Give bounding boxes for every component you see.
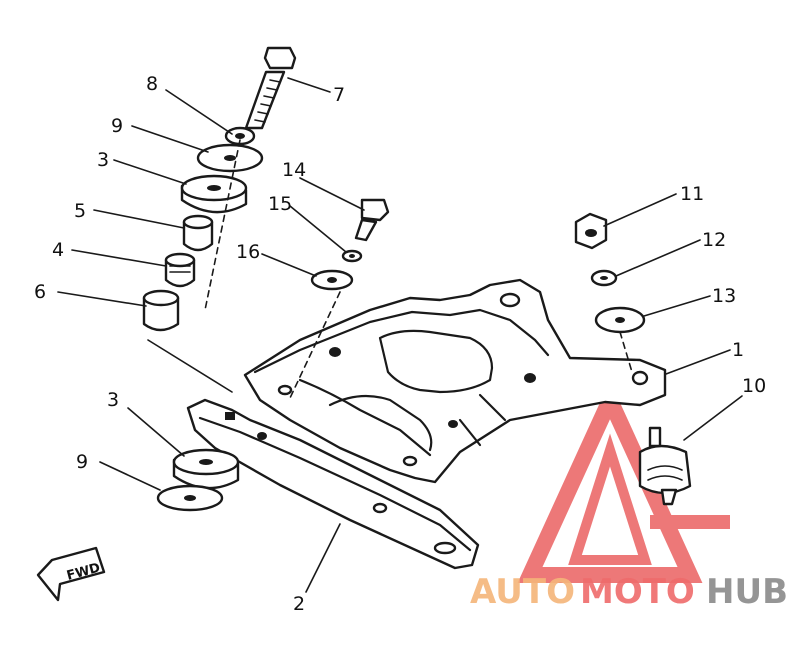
callout-15: 15 — [268, 193, 292, 215]
callout-9-top: 9 — [111, 115, 123, 137]
callout-12: 12 — [702, 229, 726, 251]
callout-3-bottom: 3 — [107, 389, 119, 411]
callout-3-top: 3 — [97, 149, 109, 171]
callout-1: 1 — [732, 339, 744, 361]
forward-direction-arrow[interactable]: FWD — [36, 546, 106, 602]
bolt-7 — [244, 46, 297, 130]
leader-lines — [57, 77, 743, 593]
callout-4: 4 — [52, 239, 64, 261]
bolt-14 — [354, 198, 390, 242]
nut-11 — [574, 212, 608, 250]
callout-10: 10 — [742, 375, 766, 397]
watermark-hub: HUB — [706, 572, 788, 612]
watermark-moto: MOTO — [580, 572, 695, 612]
washer-13 — [594, 306, 646, 334]
watermark-auto: AUTO — [470, 572, 575, 612]
callout-6: 6 — [34, 281, 46, 303]
callout-13: 13 — [712, 285, 736, 307]
callout-2: 2 — [293, 593, 305, 615]
collar-5 — [182, 214, 214, 252]
callout-14: 14 — [282, 159, 306, 181]
lower-mounting-rail — [186, 398, 480, 570]
watermark-triangle-logo — [517, 380, 730, 583]
spring-washer-15 — [341, 249, 363, 263]
callout-9-bottom: 9 — [76, 451, 88, 473]
washer-16 — [310, 269, 354, 291]
callout-numbers: 1 2 3 3 4 5 6 7 8 9 9 10 11 12 13 14 15 … — [34, 73, 766, 615]
washer-9-top — [196, 143, 264, 173]
watermark-text: AUTO MOTO HUB — [470, 572, 788, 612]
callout-8: 8 — [146, 73, 158, 95]
callout-7: 7 — [333, 84, 345, 106]
rubber-mount-10 — [638, 426, 692, 506]
lock-washer-8 — [224, 126, 256, 146]
callout-11: 11 — [680, 183, 704, 205]
rubber-damper-3-top — [180, 174, 248, 214]
callout-5: 5 — [74, 200, 86, 222]
washer-9-bottom — [156, 484, 224, 512]
collar-4 — [164, 252, 196, 288]
collar-6 — [142, 289, 180, 332]
callout-16: 16 — [236, 241, 260, 263]
main-bracket-plate — [243, 278, 667, 484]
washer-12 — [590, 269, 618, 287]
assembly-guide-lines — [147, 139, 633, 399]
rubber-damper-3-bottom — [172, 448, 240, 490]
